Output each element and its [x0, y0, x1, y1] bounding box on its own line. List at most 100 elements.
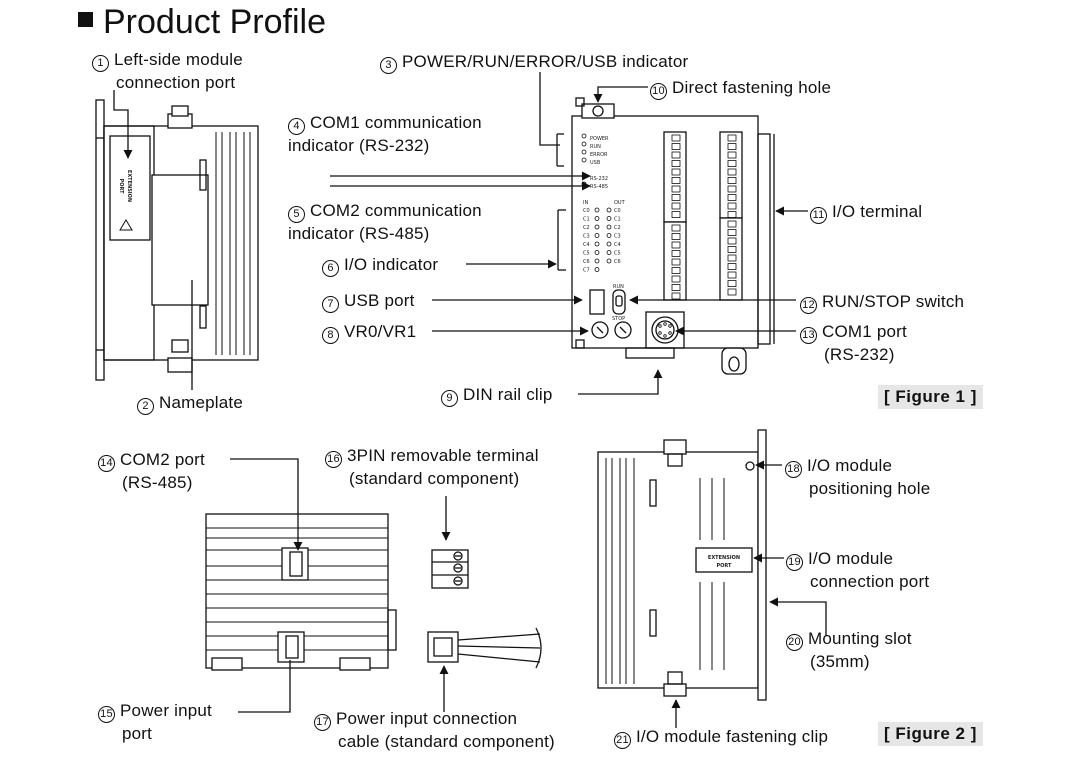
figure-1-caption: [ Figure 1 ]: [878, 385, 983, 409]
callout-number: 3: [380, 57, 397, 74]
callout-text: COM2 port: [120, 450, 205, 469]
bullet-square-icon: [78, 12, 93, 27]
side-view-device: [95, 99, 259, 381]
led-label-rs485: RS-485: [590, 184, 608, 190]
terminal-screw: [671, 194, 681, 201]
label-nameplate: 2 Nameplate: [137, 392, 243, 415]
callout-text: I/O module: [808, 549, 894, 568]
callout-number: 21: [614, 732, 631, 749]
terminal-screw: [671, 258, 681, 266]
output-led: [606, 250, 612, 255]
callout-number: 18: [785, 461, 802, 478]
input-led: [594, 267, 600, 272]
input-led: [594, 216, 600, 221]
extension-port-vertical-label-2: PORT: [118, 179, 124, 195]
callout-text: (standard component): [349, 469, 520, 488]
callout-number: 6: [322, 260, 339, 277]
io-extension-port-label-1: EXTENSION: [708, 555, 740, 561]
3pin-terminal: [431, 549, 469, 589]
terminal-screw: [671, 202, 681, 210]
input-led: [594, 258, 600, 264]
label-fastening-clip: 21 I/O module fastening clip: [614, 726, 828, 749]
callout-text: Mounting slot: [808, 629, 912, 648]
terminal-screw: [671, 224, 681, 232]
output-led-label: C6: [614, 259, 621, 265]
callout-text: Nameplate: [159, 393, 244, 412]
callout-number: 12: [800, 297, 817, 314]
callout-number: 4: [288, 118, 305, 135]
terminal-screw: [727, 177, 737, 184]
callout-number: 16: [325, 451, 342, 468]
terminal-screw: [727, 143, 737, 150]
terminal-screw: [727, 271, 737, 279]
output-led: [606, 241, 612, 247]
callout-number: 15: [98, 706, 115, 723]
callout-number: 20: [786, 634, 803, 651]
callout-text: positioning hole: [809, 479, 931, 498]
callout-text: indicator (RS-232): [288, 136, 430, 155]
led-label-usb: USB: [590, 160, 601, 166]
top-view-device: [205, 513, 397, 671]
callout-text: DIN rail clip: [463, 385, 553, 404]
power-cable: [427, 627, 542, 669]
status-led: [581, 133, 587, 139]
terminal-screw: [671, 233, 681, 240]
input-led: [594, 250, 600, 255]
input-led-label: C6: [583, 259, 590, 265]
figure-2-caption: [ Figure 2 ]: [878, 722, 983, 746]
terminal-screw: [727, 246, 737, 253]
terminal-screw: [727, 202, 737, 210]
output-led: [606, 207, 612, 213]
led-header-out: OUT: [614, 200, 626, 206]
terminal-screw: [727, 151, 737, 159]
io-extension-port-label-2: PORT: [717, 563, 733, 569]
callout-text: (RS-232): [824, 345, 895, 364]
output-led: [606, 224, 612, 230]
input-led: [594, 224, 600, 230]
switch-stop-label: STOP: [612, 316, 625, 322]
terminal-screw: [671, 292, 681, 300]
callout-text: connection port: [116, 73, 236, 92]
callout-text: cable (standard component): [338, 732, 555, 751]
status-led: [581, 157, 587, 163]
callout-number: 7: [322, 296, 339, 313]
led-label-rs232: RS-232: [590, 176, 608, 182]
callout-text: COM2 communication: [310, 201, 482, 220]
terminal-screw: [727, 194, 737, 201]
output-led-label: C0: [614, 208, 621, 214]
terminal-screw: [671, 185, 681, 193]
input-led: [594, 233, 600, 238]
title-text: Product Profile: [103, 3, 326, 41]
callout-number: 17: [314, 714, 331, 731]
io-module-side-view: [597, 429, 767, 701]
input-led-label: C1: [583, 217, 590, 223]
led-label-run: RUN: [590, 144, 601, 150]
terminal-screw: [671, 143, 681, 150]
callout-text: Left-side module: [114, 50, 243, 69]
callout-number: 13: [800, 327, 817, 344]
output-led-label: C5: [614, 251, 621, 257]
terminal-screw: [671, 275, 681, 283]
terminal-screw: [727, 211, 737, 218]
callout-text: I/O module fastening clip: [636, 727, 829, 746]
callout-number: 11: [810, 207, 827, 224]
callout-text: (35mm): [810, 652, 870, 671]
input-led-label: C3: [583, 234, 590, 240]
input-led: [594, 207, 600, 213]
input-led-label: C7: [583, 268, 590, 274]
callout-text: Power input connection: [336, 709, 518, 728]
terminal-screw: [727, 263, 737, 270]
callout-number: 2: [137, 398, 154, 415]
callout-number: 10: [650, 83, 667, 100]
terminal-screw: [671, 168, 681, 176]
